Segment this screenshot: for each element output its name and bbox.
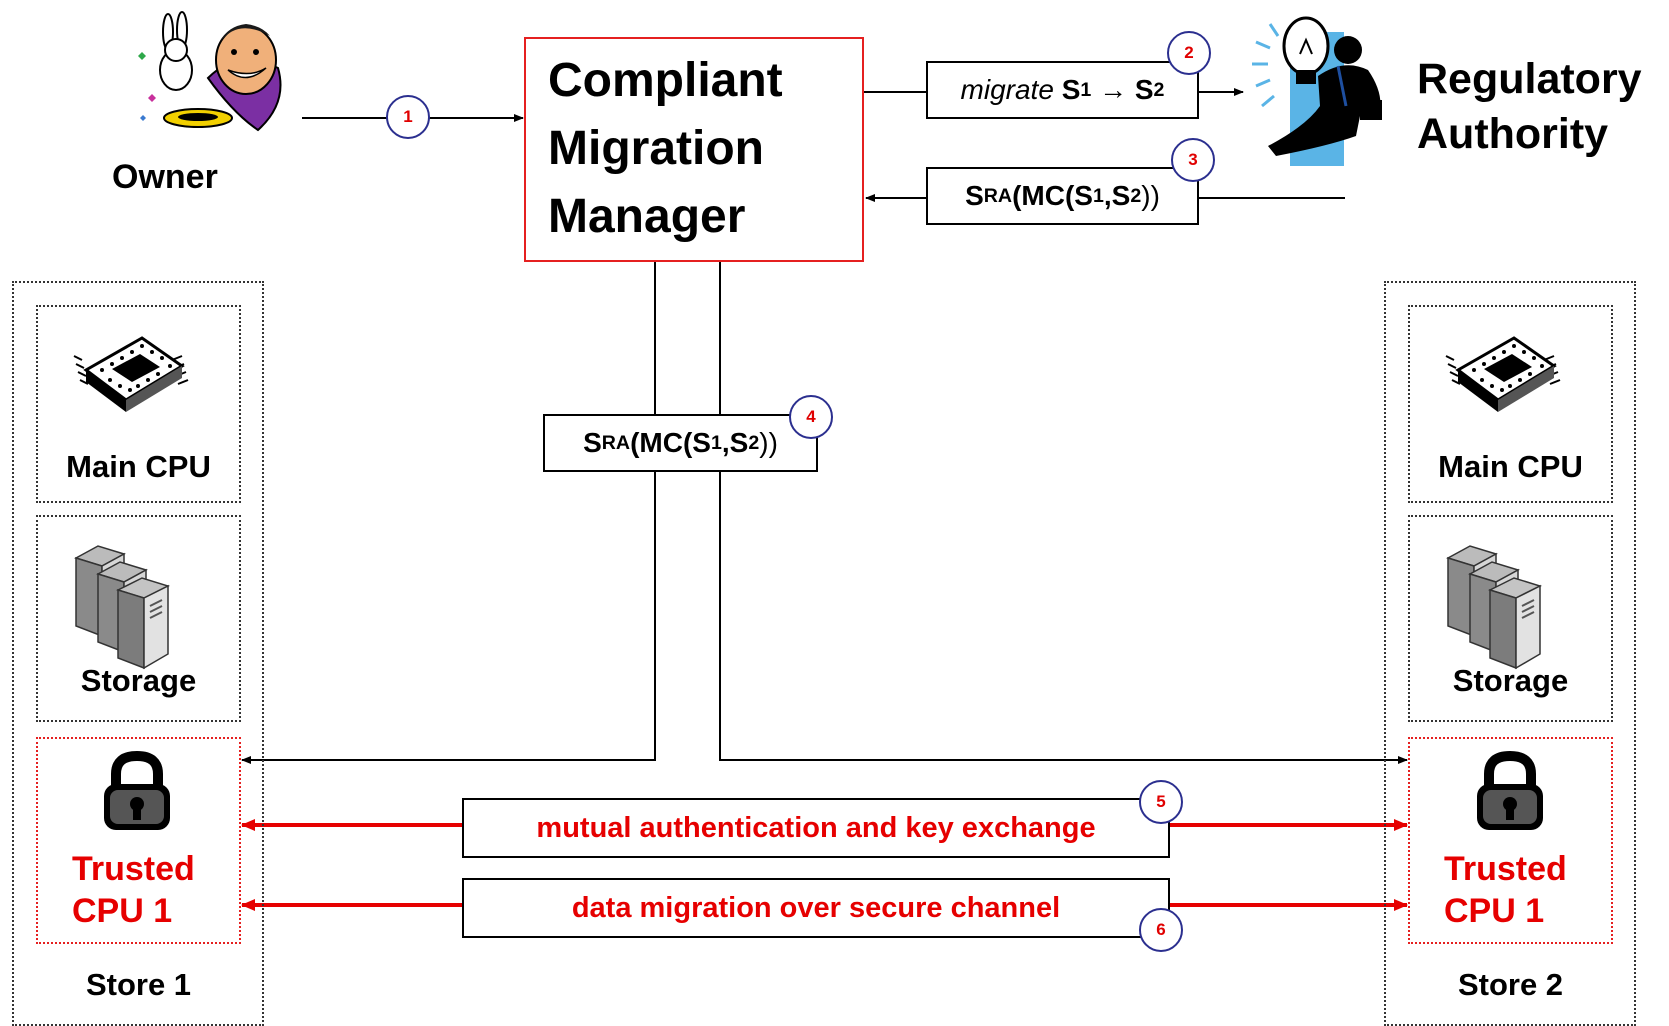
- step-3-badge: 3: [1171, 138, 1215, 182]
- manager-line1: Compliant: [548, 54, 783, 107]
- line-manager-to-store1: [241, 262, 656, 764]
- data-migration-box: data migration over secure channel: [462, 878, 1170, 938]
- cpu-chip-icon: [1444, 330, 1564, 420]
- step-1-badge: 1: [386, 95, 430, 139]
- owner-icon: [138, 8, 288, 136]
- server-stack-icon: [1444, 540, 1564, 670]
- cpu-chip-icon: [72, 330, 192, 420]
- step-5-badge: 5: [1139, 780, 1183, 824]
- store-2-name: Store 2: [1457, 967, 1564, 1002]
- store-2-trusted-cpu: [1408, 737, 1613, 944]
- store-2-storage: [1408, 515, 1613, 722]
- store-1-main-cpu-label: Main CPU: [66, 449, 211, 484]
- authority-icon: [1248, 6, 1388, 166]
- manager-line2: Migration: [548, 122, 764, 175]
- mutual-auth-box: mutual authentication and key exchange: [462, 798, 1170, 858]
- authority-label-line1: Regulatory: [1417, 55, 1642, 103]
- line-manager-to-store2: [719, 262, 1408, 764]
- store-1-main-cpu: [36, 305, 241, 503]
- step-6-badge: 6: [1139, 908, 1183, 952]
- padlock-icon: [1473, 750, 1547, 832]
- store-2-storage-label: Storage: [1452, 663, 1569, 698]
- owner-label: Owner: [112, 158, 218, 196]
- store-1-name: Store 1: [85, 967, 192, 1002]
- store-1-trusted-cpu: [36, 737, 241, 944]
- store-2-trusted-line2: CPU 1: [1444, 892, 1545, 930]
- store-2-trusted-line1: Trusted: [1444, 850, 1567, 888]
- store-1-storage-label: Storage: [80, 663, 197, 698]
- store-1-trusted-line2: CPU 1: [72, 892, 173, 930]
- store-1-trusted-line1: Trusted: [72, 850, 195, 888]
- store-1-storage: [36, 515, 241, 722]
- store-2-main-cpu: [1408, 305, 1613, 503]
- authority-label-line2: Authority: [1417, 110, 1609, 158]
- padlock-icon: [100, 750, 174, 832]
- manager-line3: Manager: [548, 190, 746, 243]
- compliant-migration-manager[interactable]: Compliant Migration Manager: [524, 37, 864, 262]
- step-2-badge: 2: [1167, 31, 1211, 75]
- store-2-main-cpu-label: Main CPU: [1438, 449, 1583, 484]
- server-stack-icon: [72, 540, 192, 670]
- step-4-badge: 4: [789, 395, 833, 439]
